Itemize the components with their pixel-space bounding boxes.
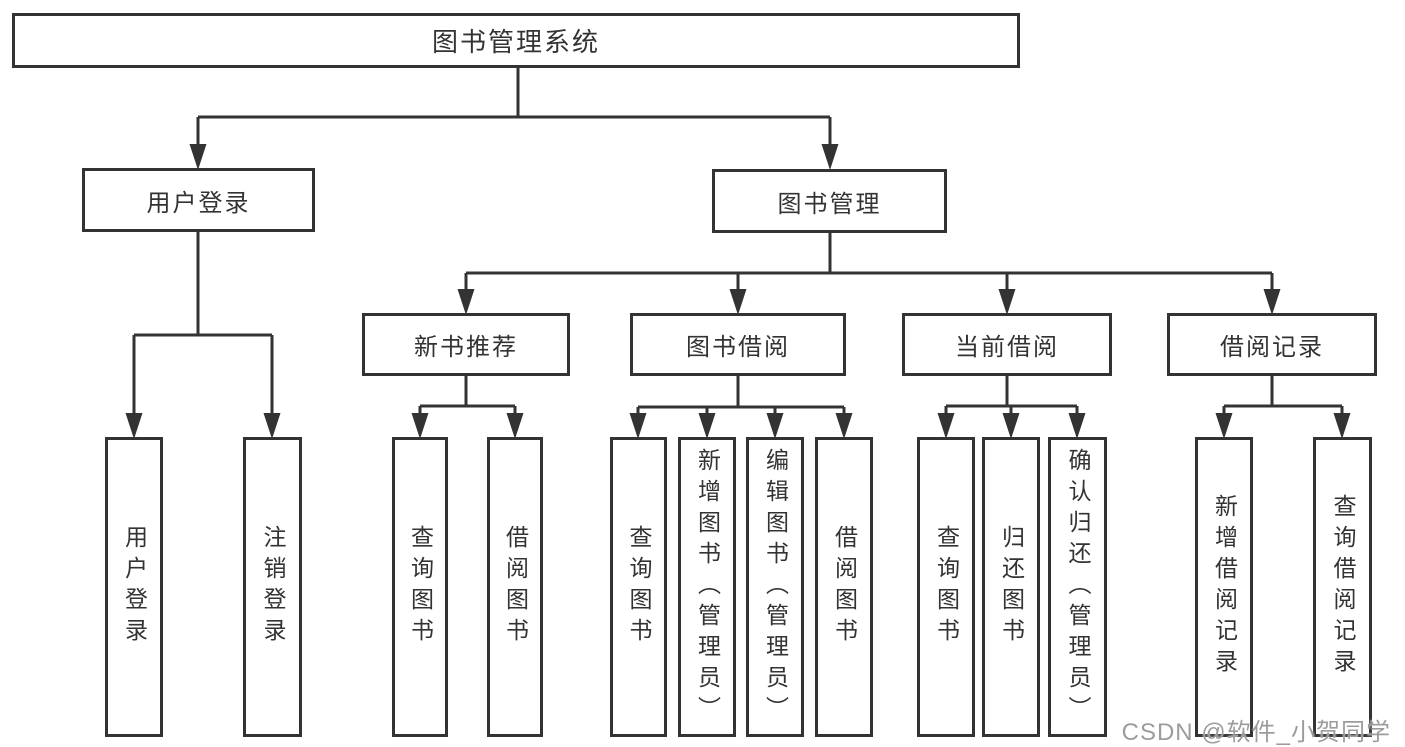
leaf-query-books-current: 查询图书 <box>917 437 975 737</box>
leaf-label: 查询借阅记录 <box>1330 494 1356 680</box>
node-user-login: 用户登录 <box>82 168 315 232</box>
node-book-borrow: 图书借阅 <box>630 313 846 376</box>
leaf-borrow-books: 借阅图书 <box>815 437 873 737</box>
leaf-label: 新增借阅记录 <box>1211 494 1238 680</box>
leaf-query-books-borrow: 查询图书 <box>610 437 667 737</box>
leaf-return-books: 归还图书 <box>982 437 1040 737</box>
leaf-label: 确认归还（管理员） <box>1065 447 1091 727</box>
leaf-borrow-books-recommend: 借阅图书 <box>487 437 543 737</box>
leaf-label: 注销登录 <box>260 525 286 649</box>
leaf-label: 查询图书 <box>626 525 652 649</box>
arrowhead-icons <box>125 144 1351 439</box>
node-borrow-records: 借阅记录 <box>1167 313 1377 376</box>
node-current-borrow: 当前借阅 <box>902 313 1112 376</box>
leaf-label: 新增图书（管理员） <box>694 447 721 727</box>
csdn-watermark: CSDN @软件_小贺同学 <box>1121 719 1391 746</box>
node-new-book-recommend: 新书推荐 <box>362 313 570 376</box>
leaf-add-books-admin: 新增图书（管理员） <box>678 437 736 737</box>
node-root-system: 图书管理系统 <box>12 13 1020 68</box>
node-book-management: 图书管理 <box>712 169 947 233</box>
leaf-logout: 注销登录 <box>243 437 302 737</box>
leaf-label: 查询图书 <box>933 525 960 649</box>
leaf-label: 归还图书 <box>998 525 1025 649</box>
leaf-query-borrow-record: 查询借阅记录 <box>1313 437 1372 737</box>
leaf-label: 查询图书 <box>407 525 434 649</box>
leaf-label: 借阅图书 <box>502 525 529 649</box>
leaf-query-books-recommend: 查询图书 <box>392 437 448 737</box>
leaf-label: 借阅图书 <box>831 525 858 649</box>
leaf-user-login: 用户登录 <box>105 437 163 737</box>
leaf-confirm-return-admin: 确认归还（管理员） <box>1048 437 1107 737</box>
leaf-label: 用户登录 <box>121 525 148 649</box>
leaf-label: 编辑图书（管理员） <box>762 447 789 727</box>
leaf-edit-books-admin: 编辑图书（管理员） <box>746 437 804 737</box>
leaf-add-borrow-record: 新增借阅记录 <box>1195 437 1253 737</box>
